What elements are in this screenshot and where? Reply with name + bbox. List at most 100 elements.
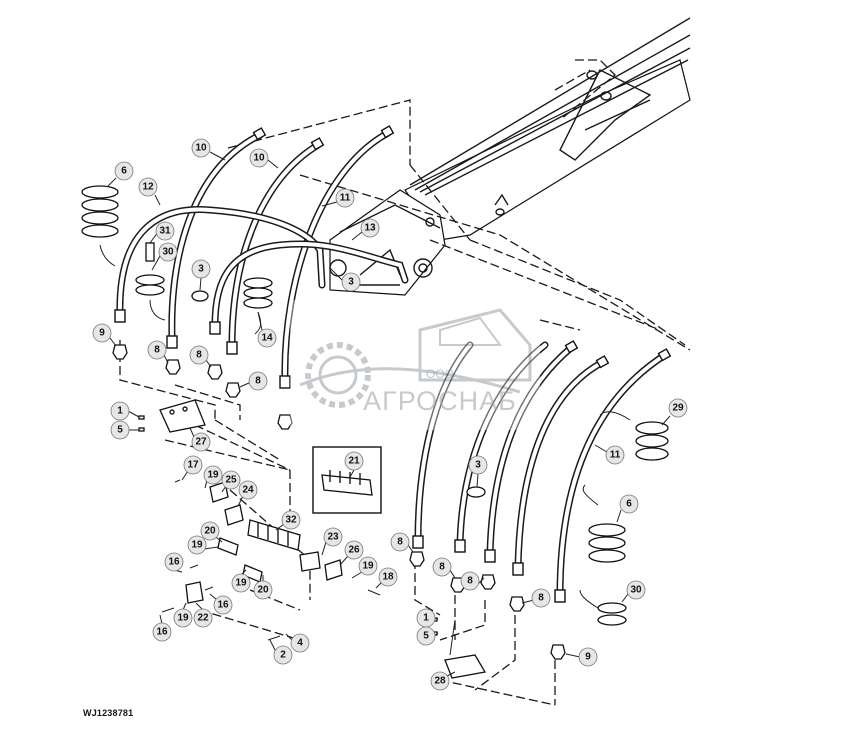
callout-number: 20 — [204, 526, 216, 537]
callout-leader — [407, 544, 414, 553]
callout-bubble — [249, 148, 269, 168]
callout-number: 28 — [434, 676, 446, 687]
callout-c10a: 10 — [191, 138, 226, 161]
callout-bubble — [360, 218, 380, 238]
callout-c31: 31 — [149, 221, 175, 244]
callout-bubble — [203, 465, 223, 485]
callout-number: 1 — [117, 406, 123, 417]
callout-leader — [109, 337, 117, 347]
callout-bubble — [253, 580, 273, 600]
watermark-logo — [290, 300, 540, 430]
callout-bubble — [257, 328, 277, 348]
callout-bubble — [335, 188, 355, 208]
callout-bubble — [155, 221, 175, 241]
callout-bubble — [152, 622, 172, 642]
callout-number: 30 — [162, 247, 174, 258]
callout-number: 18 — [382, 572, 394, 583]
callout-number: 9 — [99, 328, 105, 339]
callout-bubble — [281, 510, 301, 530]
callout-c30b: 30 — [621, 580, 646, 603]
callout-c19d: 19 — [173, 602, 193, 628]
callout-number: 13 — [364, 223, 376, 234]
figure-id: WJ1238781 — [83, 708, 134, 718]
callout-bubble — [138, 177, 158, 197]
callout-c3b: 3 — [329, 267, 361, 292]
callout-c20a: 20 — [200, 521, 223, 543]
callout-leader — [151, 255, 161, 271]
callout-bubble — [416, 626, 436, 646]
callout-number: 6 — [121, 166, 127, 177]
callout-bubble — [238, 480, 258, 500]
callout-bubble — [468, 455, 488, 475]
callout-number: 17 — [187, 460, 199, 471]
callout-c25: 25 — [221, 470, 241, 493]
callout-c3a: 3 — [191, 259, 211, 291]
callout-number: 29 — [672, 403, 684, 414]
callout-bubble — [213, 595, 233, 615]
callout-c5b: 5 — [416, 626, 439, 646]
callout-c18: 18 — [375, 567, 398, 589]
callout-leader — [565, 653, 581, 658]
callout-number: 8 — [467, 576, 473, 587]
callout-c2: 2 — [269, 639, 293, 665]
callout-bubble — [432, 557, 452, 577]
callout-bubble — [110, 401, 130, 421]
callout-c30a: 30 — [151, 242, 178, 271]
callout-number: 19 — [177, 613, 189, 624]
boom-arm — [329, 17, 691, 296]
callout-c6b: 6 — [616, 494, 639, 523]
callout-number: 11 — [340, 193, 351, 204]
callout-number: 1 — [423, 613, 429, 624]
callout-leader — [275, 523, 285, 531]
callout-number: 4 — [297, 638, 303, 649]
callout-c19e: 19 — [351, 556, 378, 579]
callout-number: 10 — [253, 153, 265, 164]
callout-c8d: 8 — [390, 532, 414, 553]
callout-bubble — [183, 455, 203, 475]
callout-bubble — [248, 371, 268, 391]
callout-c20b: 20 — [253, 575, 273, 600]
callout-leader — [349, 469, 355, 478]
callout-number: 5 — [423, 631, 429, 642]
callout-number: 2 — [280, 650, 286, 661]
callout-leader — [237, 495, 244, 507]
callout-number: 32 — [285, 515, 297, 526]
callout-bubble — [430, 671, 450, 691]
callout-c9a: 9 — [92, 323, 117, 347]
small-parts-group — [161, 479, 381, 641]
callout-leader — [351, 231, 363, 241]
callout-bubble — [92, 323, 112, 343]
callout-number: 6 — [626, 499, 632, 510]
callout-bubble — [158, 242, 178, 262]
callout-c28: 28 — [430, 671, 456, 691]
callout-bubble — [191, 259, 211, 279]
callout-c29: 29 — [661, 398, 688, 426]
callout-leader — [476, 473, 479, 488]
callout-bubble — [114, 161, 134, 181]
callout-number: 8 — [196, 350, 202, 361]
callout-c32: 32 — [275, 510, 301, 531]
callout-c9b: 9 — [565, 647, 598, 667]
callout-number: 20 — [257, 585, 269, 596]
callout-leader — [616, 509, 622, 523]
callout-leader — [446, 671, 456, 677]
callout-bubble — [378, 567, 398, 587]
callout-c8c: 8 — [239, 371, 268, 391]
callout-number: 25 — [225, 475, 237, 486]
callout-number: 30 — [630, 585, 642, 596]
callout-number: 19 — [362, 561, 374, 572]
callout-leader — [209, 151, 226, 161]
callout-bubble — [626, 580, 646, 600]
callout-c16c: 16 — [152, 614, 172, 642]
watermark-name: АГРОСНАБ — [363, 386, 517, 416]
callout-number: 10 — [195, 143, 207, 154]
callout-leader — [329, 267, 345, 283]
callout-bubble — [147, 340, 167, 360]
callout-bubble — [231, 573, 251, 593]
callout-leader — [351, 571, 363, 579]
callout-leader — [189, 427, 195, 438]
callout-leader — [163, 354, 169, 364]
